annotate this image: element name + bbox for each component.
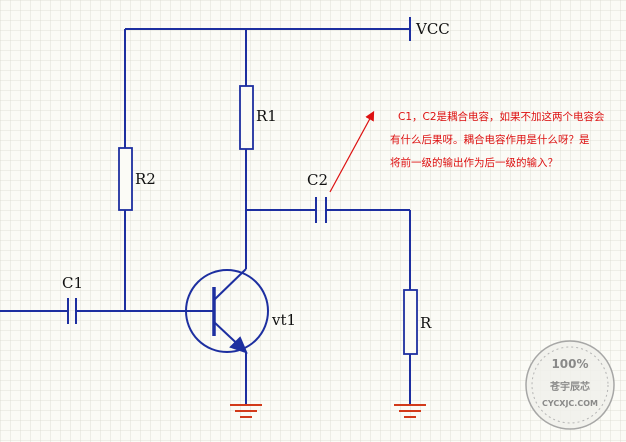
watermark-brand: 苍宇辰芯 bbox=[549, 380, 590, 393]
c2-label: C2 bbox=[307, 171, 328, 189]
r2-label: R2 bbox=[135, 170, 156, 188]
transistor-vt1: vt1 bbox=[185, 268, 296, 354]
ground-load bbox=[394, 404, 426, 418]
vcc-label: VCC bbox=[415, 20, 450, 38]
r-label: R bbox=[420, 314, 432, 332]
vt1-label: vt1 bbox=[271, 311, 296, 329]
watermark-percent: 100% bbox=[551, 357, 588, 371]
watermark-seal: 100% 苍宇辰芯 CYCXJC.COM bbox=[525, 340, 615, 430]
capacitor-c1: C1 bbox=[62, 274, 83, 324]
capacitor-c2: C2 bbox=[307, 171, 328, 223]
annotation-text: C1，C2是耦合电容，如果不加这两个电容会 有什么后果呀。耦合电容作用是什么呀？… bbox=[390, 110, 605, 169]
resistor-r1: R1 bbox=[239, 85, 277, 150]
annotation-line-3: 将前一级的输出作为后一级的输入？ bbox=[390, 156, 558, 169]
wires bbox=[0, 28, 411, 405]
annotation-line-1: C1，C2是耦合电容，如果不加这两个电容会 bbox=[398, 110, 605, 123]
ground-emitter bbox=[230, 404, 262, 418]
resistor-r: R bbox=[403, 289, 432, 355]
annotation-arrow bbox=[329, 110, 375, 193]
c1-label: C1 bbox=[62, 274, 83, 292]
watermark-site: CYCXJC.COM bbox=[542, 399, 598, 408]
annotation-line-2: 有什么后果呀。耦合电容作用是什么呀？是 bbox=[390, 133, 590, 146]
r1-label: R1 bbox=[256, 107, 277, 125]
vcc-terminal: VCC bbox=[409, 17, 450, 41]
resistor-r2: R2 bbox=[118, 147, 156, 211]
